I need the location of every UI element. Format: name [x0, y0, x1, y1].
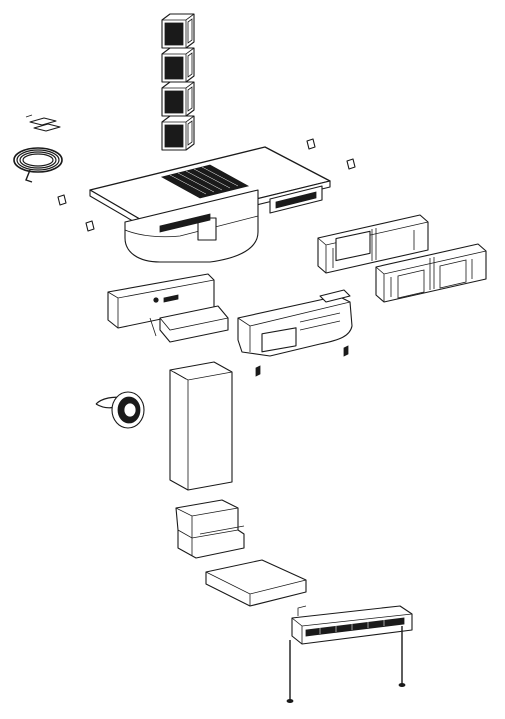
filter-housing	[237, 289, 353, 377]
carbon-filter-stack	[161, 13, 195, 151]
plinth-base	[286, 605, 413, 704]
flat-duct	[205, 559, 307, 607]
hood-fan-unit	[124, 185, 323, 263]
sealing-cord	[13, 147, 63, 183]
vertical-duct	[169, 361, 233, 491]
extension-duct	[375, 243, 487, 303]
carbon-filter	[161, 13, 195, 49]
carbon-filter	[161, 115, 195, 151]
fixing-clips	[57, 138, 356, 232]
mounting-brackets	[25, 114, 61, 132]
carbon-filter	[161, 81, 195, 117]
outlet-adapter	[107, 273, 229, 343]
elbow-duct	[175, 499, 245, 559]
carbon-filter	[161, 47, 195, 83]
tape-roll	[95, 391, 145, 429]
extension-duct	[317, 214, 429, 274]
